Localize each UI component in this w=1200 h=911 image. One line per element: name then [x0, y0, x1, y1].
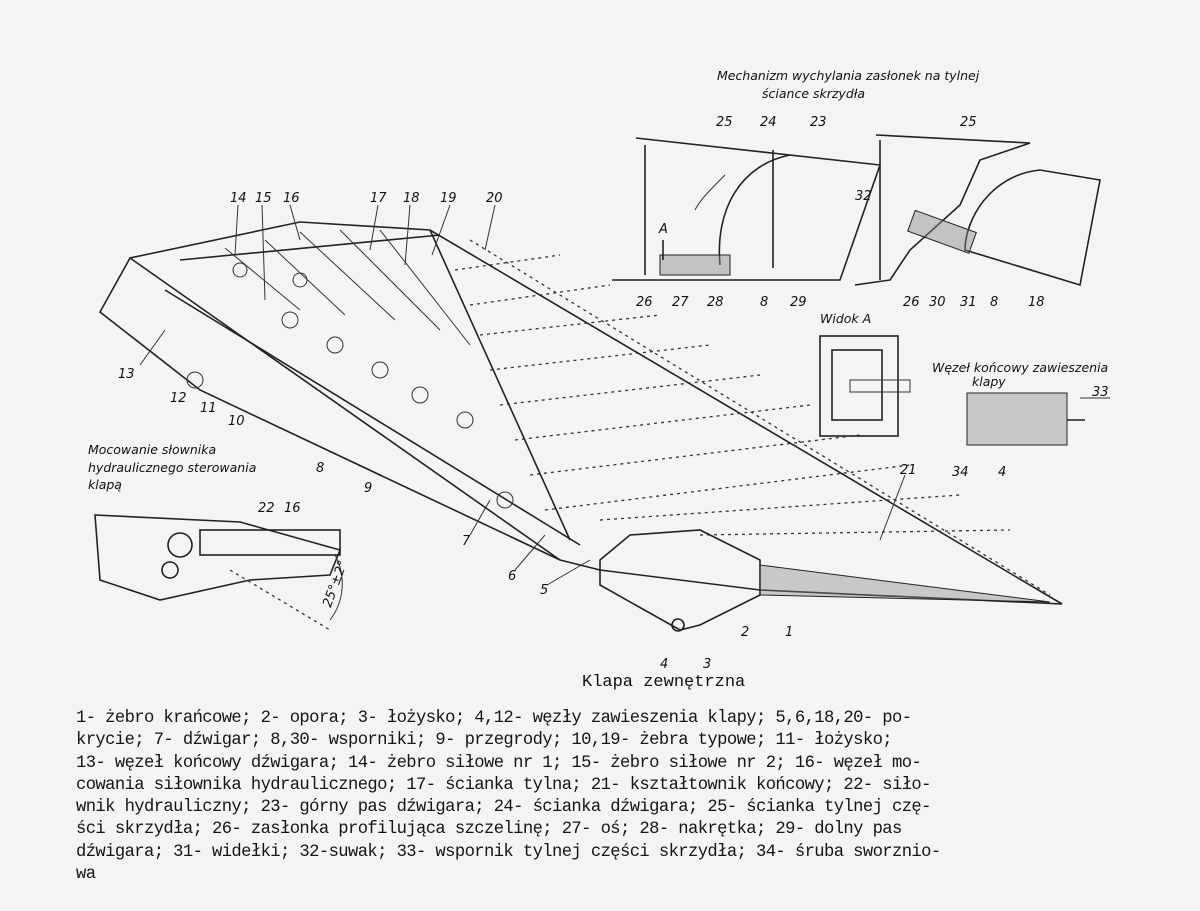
end-node-title-line2: klapy [972, 374, 1006, 389]
mechanism-title-line1: Mechanizm wychylania zasłonek na tylnej [717, 68, 980, 83]
part-label: 2 [741, 625, 749, 640]
part-label: 4 [660, 657, 668, 672]
end-node-title-line1: Węzeł końcowy zawieszenia [932, 360, 1108, 375]
end-rib-assembly [599, 529, 1051, 632]
part-label: 19 [440, 191, 457, 206]
part-label: 18 [1028, 295, 1045, 310]
mechanism-title-line2: ściance skrzydła [762, 86, 865, 101]
part-label: 21 [900, 463, 917, 478]
part-label: 15 [255, 191, 272, 206]
part-label: 33 [1092, 385, 1109, 400]
part-label: 25 [960, 115, 977, 130]
part-label: 28 [707, 295, 724, 310]
view-a-drawing [819, 335, 911, 437]
part-label: 7 [462, 534, 471, 549]
actuator-mount-drawing [94, 514, 343, 631]
actuator-title-line3: klapą [88, 477, 122, 492]
part-label: 8 [316, 461, 324, 476]
outer-flap-drawing [98, 204, 1063, 632]
main-title: Klapa zewnętrzna [582, 673, 745, 692]
view-a-marker: A [658, 222, 668, 237]
part-label: 16 [284, 501, 301, 516]
part-label: 30 [929, 295, 946, 310]
part-label: 32 [855, 189, 872, 204]
part-label: 29 [790, 295, 807, 310]
flap-part-labels: 14 15 16 17 18 19 20 13 12 11 10 8 9 7 6… [118, 191, 917, 672]
part-label: 3 [703, 657, 711, 672]
rib-lines [186, 229, 514, 509]
part-label: 26 [636, 295, 653, 310]
part-label: 34 [952, 465, 969, 480]
flap-diagram: Mechanizm wychylania zasłonek na tylnej … [88, 68, 1110, 692]
part-label: 27 [672, 295, 689, 310]
actuator-title-line2: hydraulicznego sterowania [88, 460, 256, 475]
part-label: 1 [785, 625, 793, 640]
part-label: 4 [998, 465, 1006, 480]
part-label: 20 [486, 191, 503, 206]
angle-label: 25°±2° [320, 558, 351, 609]
part-label: 31 [960, 295, 977, 310]
part-label: 22 [258, 501, 275, 516]
flap-mechanism-right [854, 134, 1101, 287]
flap-mechanism-left [612, 137, 882, 281]
part-label: 24 [760, 115, 777, 130]
part-label: 9 [364, 481, 372, 496]
part-label: 17 [370, 191, 387, 206]
end-node-drawing [966, 392, 1110, 446]
part-label: 14 [230, 191, 247, 206]
part-label: 5 [540, 583, 548, 598]
skin-rivet-lines [454, 239, 1051, 596]
actuator-title-line1: Mocowanie słownika [88, 442, 216, 457]
part-label: 12 [170, 391, 187, 406]
part-label: 13 [118, 367, 135, 382]
part-label: 18 [403, 191, 420, 206]
part-label: 26 [903, 295, 920, 310]
part-label: 8 [760, 295, 768, 310]
part-label: 11 [200, 401, 217, 416]
part-label: 6 [508, 569, 516, 584]
part-label: 10 [228, 414, 245, 429]
part-label: 8 [990, 295, 998, 310]
part-label: 16 [283, 191, 300, 206]
parts-legend: 1- żebro krańcowe; 2- opora; 3- łożysko;… [76, 709, 941, 885]
mechanism-part-labels: 25 24 23 26 27 28 8 29 25 32 26 30 31 8 … [636, 115, 1109, 480]
part-label: 25 [716, 115, 733, 130]
leader-lines [139, 204, 906, 586]
view-a-title: Widok A [820, 311, 871, 326]
part-label: 23 [810, 115, 827, 130]
